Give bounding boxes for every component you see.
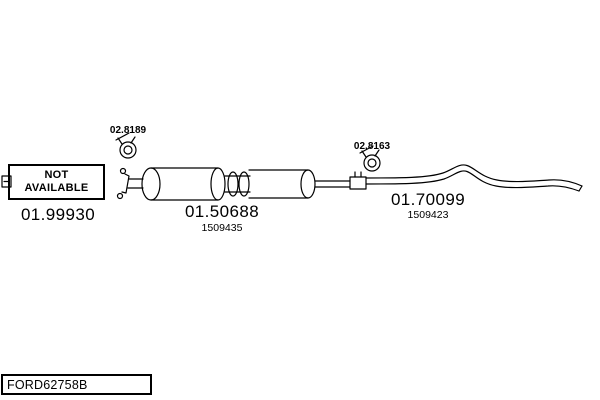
front-flange (116, 167, 144, 200)
clamp-icon-left (115, 132, 137, 159)
not-available-line1: NOT (44, 169, 69, 181)
part-number-left: 01.99930 (20, 205, 96, 224)
part-number-middle: 01.50688 (184, 202, 260, 221)
clamp-icon-right (359, 145, 381, 172)
diagram-code-label: FORD62758B (7, 377, 88, 392)
part-number-right: 01.70099 (390, 190, 466, 209)
part-ref-right: 1509423 (407, 209, 449, 221)
not-available-line2: AVAILABLE (24, 182, 89, 194)
not-available-box: NOT AVAILABLE (8, 164, 105, 200)
clamp-number-right: 02.8163 (353, 141, 391, 152)
clamp-number-left: 02.8189 (109, 125, 147, 136)
diagram-code-box: FORD62758B (1, 374, 152, 395)
tailpipe (365, 164, 583, 192)
rear-resonator (248, 169, 351, 199)
center-joint-rings (224, 171, 251, 197)
pipe-connector (349, 171, 367, 190)
front-muffler (141, 167, 226, 201)
part-ref-middle: 1509435 (201, 222, 243, 234)
